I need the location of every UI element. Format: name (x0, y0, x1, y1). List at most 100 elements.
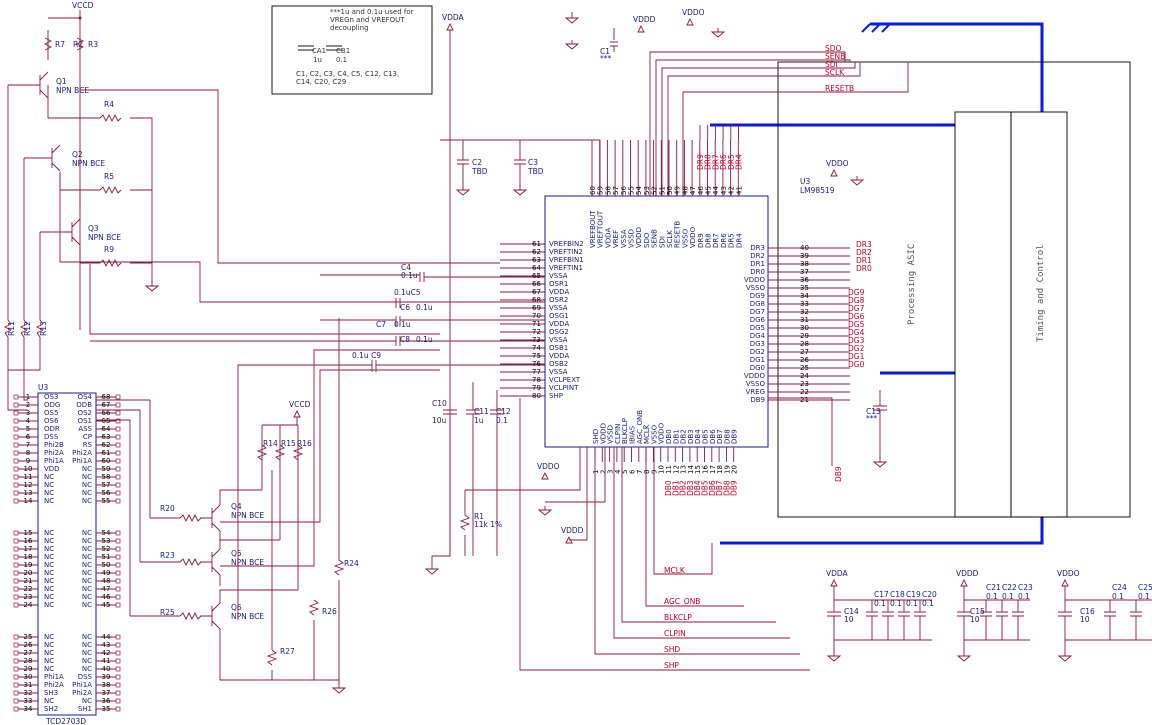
u3-pin-name: VSSA (549, 272, 568, 280)
u3-pin-number: 4 (614, 469, 622, 474)
dr-net-label: DR8 (704, 154, 713, 170)
svg-text:R5: R5 (104, 172, 114, 181)
svg-text:C25: C25 (1138, 583, 1152, 592)
svg-text:R3: R3 (88, 40, 98, 49)
left-transistor-stage: R7 R2 R3 Q1 NPN BCE R4 Q2 NPN BCE R5 Q3 … (3, 16, 500, 411)
svg-text:C6: C6 (400, 303, 410, 312)
db-net-label: DB5 (701, 480, 710, 496)
u3-pin-name: DG6 (750, 316, 766, 324)
svg-text:R15: R15 (281, 439, 296, 448)
u2-pin-number: 25 (24, 633, 33, 641)
u2-pin-name: NC (44, 529, 54, 537)
svg-text:C10: C10 (432, 399, 447, 408)
u3-pin-number: 71 (532, 320, 541, 328)
u3-pin-name: OSG1 (549, 312, 569, 320)
u2-pin-name: ODB (76, 401, 92, 409)
u2-pin-number: 2 (26, 401, 30, 409)
svg-text:Q1: Q1 (56, 77, 67, 86)
u3-pin-name: DR8 (705, 233, 713, 248)
u2-pin-name: NC (44, 697, 54, 705)
u3-pin-number: 26 (800, 356, 809, 364)
db-net-label: DB1 (671, 480, 680, 496)
u3-pin-number: 17 (709, 465, 717, 474)
svg-text:CLPIN: CLPIN (664, 629, 686, 638)
u3-pin-number: 8 (643, 470, 651, 474)
u3-pin-number: 74 (532, 344, 541, 352)
u2-pin-number: 8 (26, 449, 30, 457)
u2-pin-number: 49 (102, 569, 111, 577)
u2-pin-number: 46 (102, 593, 111, 601)
dg-net-label: DG8 (848, 296, 865, 305)
dr-net-label: DR4 (735, 154, 744, 170)
u2-pin-number: 32 (24, 689, 33, 697)
u2-pin-number: 56 (102, 489, 111, 497)
u3-pin-number: 58 (604, 186, 612, 195)
svg-text:***: *** (866, 414, 878, 423)
u2-pin-name: NC (82, 585, 92, 593)
u3-pin-number: 50 (666, 186, 674, 195)
u2-pin-number: 38 (102, 681, 111, 689)
svg-text:CB1: CB1 (336, 47, 350, 55)
svg-text:VDDO: VDDO (826, 159, 849, 168)
u3-pin-number: 69 (532, 304, 541, 312)
u2-pin-name: SH1 (78, 705, 92, 713)
u3-pin-name: DB4 (694, 429, 702, 444)
u3-pin-number: 18 (716, 465, 724, 474)
u3-pin-number: 63 (532, 256, 541, 264)
u3-pin-number: 36 (800, 276, 809, 284)
svg-text:R26: R26 (322, 607, 337, 616)
u2-pin-name: NC (44, 537, 54, 545)
u2-pin-number: 6 (26, 433, 31, 441)
svg-text:0.1: 0.1 (496, 416, 508, 425)
u3-pin-number: 5 (621, 470, 629, 474)
svg-text:C15: C15 (970, 607, 985, 616)
svg-text:0.1u: 0.1u (416, 303, 433, 312)
svg-text:0.1: 0.1 (906, 599, 918, 608)
u3-pin-name: VREFBOUT (589, 210, 597, 248)
decoupling-note: ***1u and 0.1u used for VREGn and VREFOU… (271, 5, 433, 95)
u2-pin-name: Phi2A (72, 449, 92, 457)
svg-text:0.1: 0.1 (1138, 592, 1150, 601)
u3-pin-number: 32 (800, 308, 809, 316)
u3-pin-number: 56 (620, 186, 628, 195)
svg-text:VDDA: VDDA (442, 13, 465, 22)
svg-text:VREGn and VREFOUT: VREGn and VREFOUT (330, 16, 405, 24)
db9-net-label: DB9 (834, 466, 843, 482)
svg-text:0.1: 0.1 (1112, 592, 1124, 601)
svg-text:Timing and Control: Timing and Control (1036, 244, 1046, 342)
svg-text:Q3: Q3 (88, 224, 99, 233)
u2-pin-name: OS1 (78, 417, 92, 425)
u3-pin-name: DG8 (750, 300, 765, 308)
u2-pin-number: 61 (102, 449, 111, 457)
svg-text:0.1u: 0.1u (394, 320, 411, 329)
u3-pin-name: VDDO (744, 372, 766, 380)
u2-pin-name: NC (82, 641, 92, 649)
u2-pin-number: 64 (102, 425, 111, 433)
svg-text:0.1: 0.1 (1018, 592, 1030, 601)
u3-pin-name: DG1 (750, 356, 765, 364)
dr-net-label: DR9 (696, 154, 705, 170)
u3-pin-name: VDDD (635, 227, 643, 248)
db-net-label: DB2 (679, 480, 688, 496)
u2-pin-number: 37 (102, 689, 111, 697)
u2-pin-number: 40 (102, 665, 111, 673)
svg-text:VDDD: VDDD (561, 526, 584, 535)
u3-pin-name: VSSD (628, 229, 636, 248)
u3-pin-number: 24 (800, 372, 809, 380)
svg-text:10: 10 (970, 615, 980, 624)
u2-pin-name: NC (82, 561, 92, 569)
u2-pin-name: NC (44, 665, 54, 673)
svg-text:C1: C1 (600, 47, 610, 56)
u2-pin-number: 35 (102, 705, 111, 713)
asic-blocks: Processing ASIC Timing and Control (777, 61, 1131, 518)
u3-pin-name: DG7 (750, 308, 765, 316)
u3-pin-name: VDDA (549, 320, 569, 328)
u2-pin-name: NC (82, 465, 92, 473)
u2-pin-name: NC (82, 569, 92, 577)
u3-pin-name: DG4 (750, 332, 766, 340)
svg-text:R13: R13 (39, 321, 48, 336)
u3-pin-name: OSR1 (549, 280, 568, 288)
